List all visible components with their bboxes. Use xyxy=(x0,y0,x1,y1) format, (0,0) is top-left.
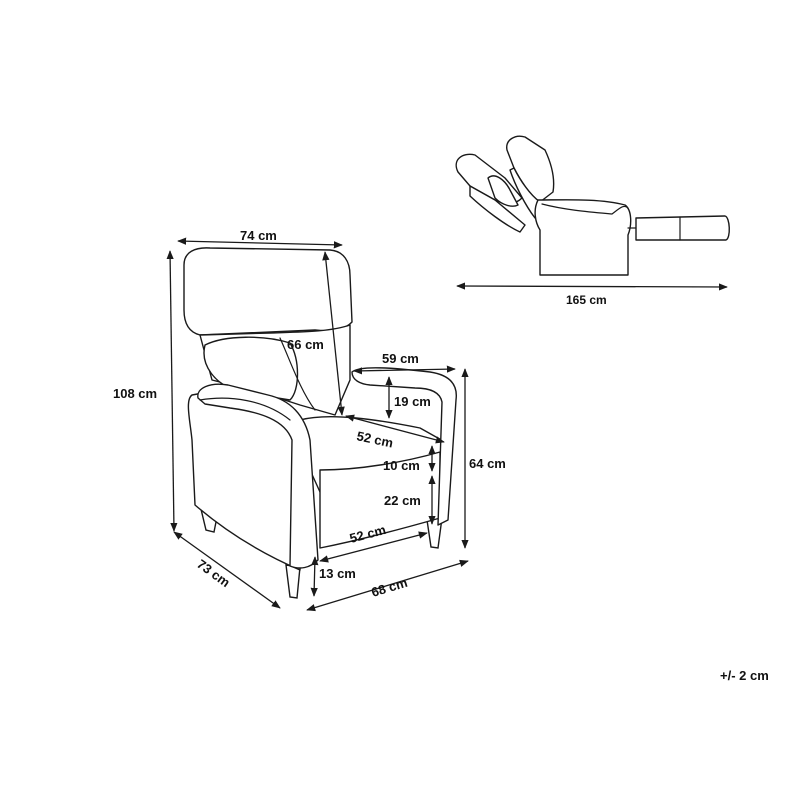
dim-seat-width xyxy=(319,531,428,563)
label-leg-height: 13 cm xyxy=(319,566,356,581)
label-width: 68 cm xyxy=(369,575,409,600)
reclined-body xyxy=(534,199,632,276)
label-height: 108 cm xyxy=(113,386,157,401)
label-reclined-length: 165 cm xyxy=(566,293,607,307)
dim-width xyxy=(306,559,469,612)
dim-seat-depth xyxy=(345,414,445,444)
armchair-front-view xyxy=(183,247,457,599)
armchair-reclined-view xyxy=(455,135,730,276)
reclined-arm-top xyxy=(541,203,629,215)
leg-front-left xyxy=(285,564,301,599)
armrest-left-top xyxy=(199,397,291,421)
label-back-height: 66 cm xyxy=(287,337,324,352)
reclined-footrest xyxy=(635,215,730,241)
label-armrest-height: 19 cm xyxy=(394,394,431,409)
reclined-back-cushion xyxy=(487,175,519,207)
dimension-labels: 74 cm 108 cm 66 cm 59 cm 19 cm 52 cm 10 … xyxy=(113,228,769,683)
dimension-lines xyxy=(166,237,469,612)
back-seam xyxy=(279,337,316,411)
label-cushion-thickness: 10 cm xyxy=(383,458,420,473)
label-depth: 73 cm xyxy=(194,556,233,590)
reclined-back xyxy=(469,185,526,233)
dim-back-height xyxy=(322,251,345,416)
dim-top-width xyxy=(177,237,343,249)
label-seat-depth: 52 cm xyxy=(355,428,394,450)
dim-reclined-length xyxy=(456,282,728,291)
dim-height xyxy=(166,250,178,532)
label-top-width: 74 cm xyxy=(240,228,277,243)
dim-armrest-depth xyxy=(353,365,456,375)
label-tolerance: +/- 2 cm xyxy=(720,668,769,683)
dim-depth xyxy=(173,531,281,609)
chair-headrest xyxy=(183,247,353,336)
label-seat-to-base: 22 cm xyxy=(384,493,421,508)
label-arm-height: 64 cm xyxy=(469,456,506,471)
label-armrest-depth: 59 cm xyxy=(382,351,419,366)
